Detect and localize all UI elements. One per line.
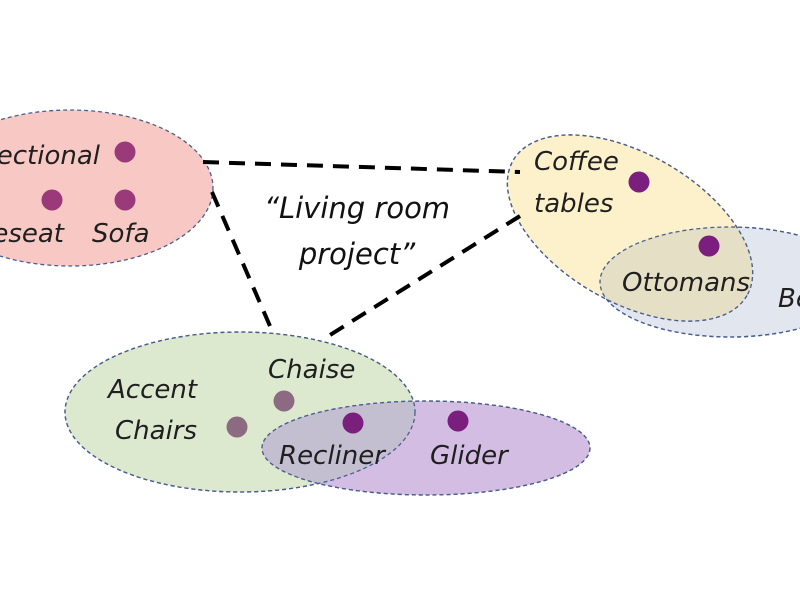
chaise-dot (273, 390, 295, 412)
sofa-dot (114, 189, 136, 211)
loveseat-dot (41, 189, 63, 211)
sectional-dot (114, 141, 136, 163)
recliner-dot (342, 412, 364, 434)
sofa-label: Sofa (92, 219, 150, 249)
accent-chairs-label-line2: Chairs (115, 416, 197, 446)
ottomans-dot (698, 235, 720, 257)
benches-group-outline (599, 226, 800, 338)
coffee-tables-label-line1: Coffee (534, 147, 619, 177)
rockers-group-outline (261, 400, 591, 496)
sectional-label: ectional (0, 141, 101, 171)
edge-tables-to-chairs (320, 214, 522, 342)
benches-label: Be (778, 284, 800, 314)
ottomans-label: Ottomans (622, 268, 750, 298)
glider-dot (447, 410, 469, 432)
chairs-group-outline (64, 331, 416, 493)
recliner-label: Recliner (279, 441, 387, 471)
loveseat-label: eseat (0, 219, 65, 249)
coffee-tables-label-line2: tables (534, 189, 613, 219)
project-title-line1: “Living room (264, 191, 450, 225)
project-title-line2: project” (298, 237, 416, 271)
seating-group-blob (0, 109, 214, 267)
accent-chairs-dot (226, 416, 248, 438)
glider-label: Glider (430, 441, 510, 471)
coffee-tables-dot (628, 171, 650, 193)
edge-seating-to-tables (202, 160, 521, 174)
chaise-label: Chaise (268, 355, 355, 385)
tables-benches-overlap (600, 227, 784, 337)
accent-chairs-label-line1: Accent (106, 375, 198, 405)
